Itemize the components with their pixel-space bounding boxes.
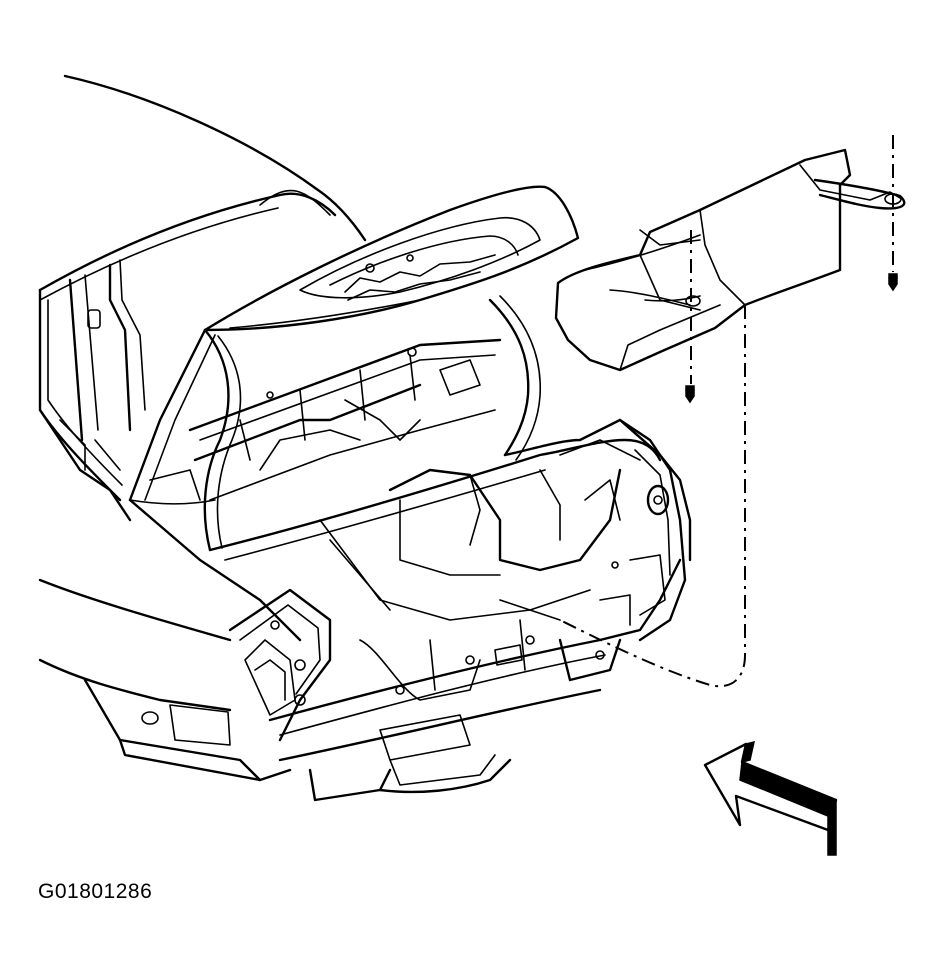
- exploded-bracket-assembly: [554, 148, 906, 372]
- trunk-lid: [128, 185, 580, 552]
- left-tail-lamp-area: [38, 578, 332, 782]
- fasteners: [685, 273, 898, 404]
- rear-shelf: [129, 338, 502, 505]
- left-quarter-panel: [38, 259, 146, 522]
- bolt-upper-right: [888, 273, 898, 292]
- roof-outline: [38, 74, 367, 301]
- view-arrow: [703, 740, 838, 856]
- leader-lines: [499, 135, 894, 688]
- trunk-opening: [128, 418, 692, 642]
- rear-end-panel: [268, 558, 682, 802]
- right-quarter-area: [584, 418, 687, 642]
- figure-code: G01801286: [38, 880, 153, 903]
- bolt-lower-left: [685, 385, 695, 404]
